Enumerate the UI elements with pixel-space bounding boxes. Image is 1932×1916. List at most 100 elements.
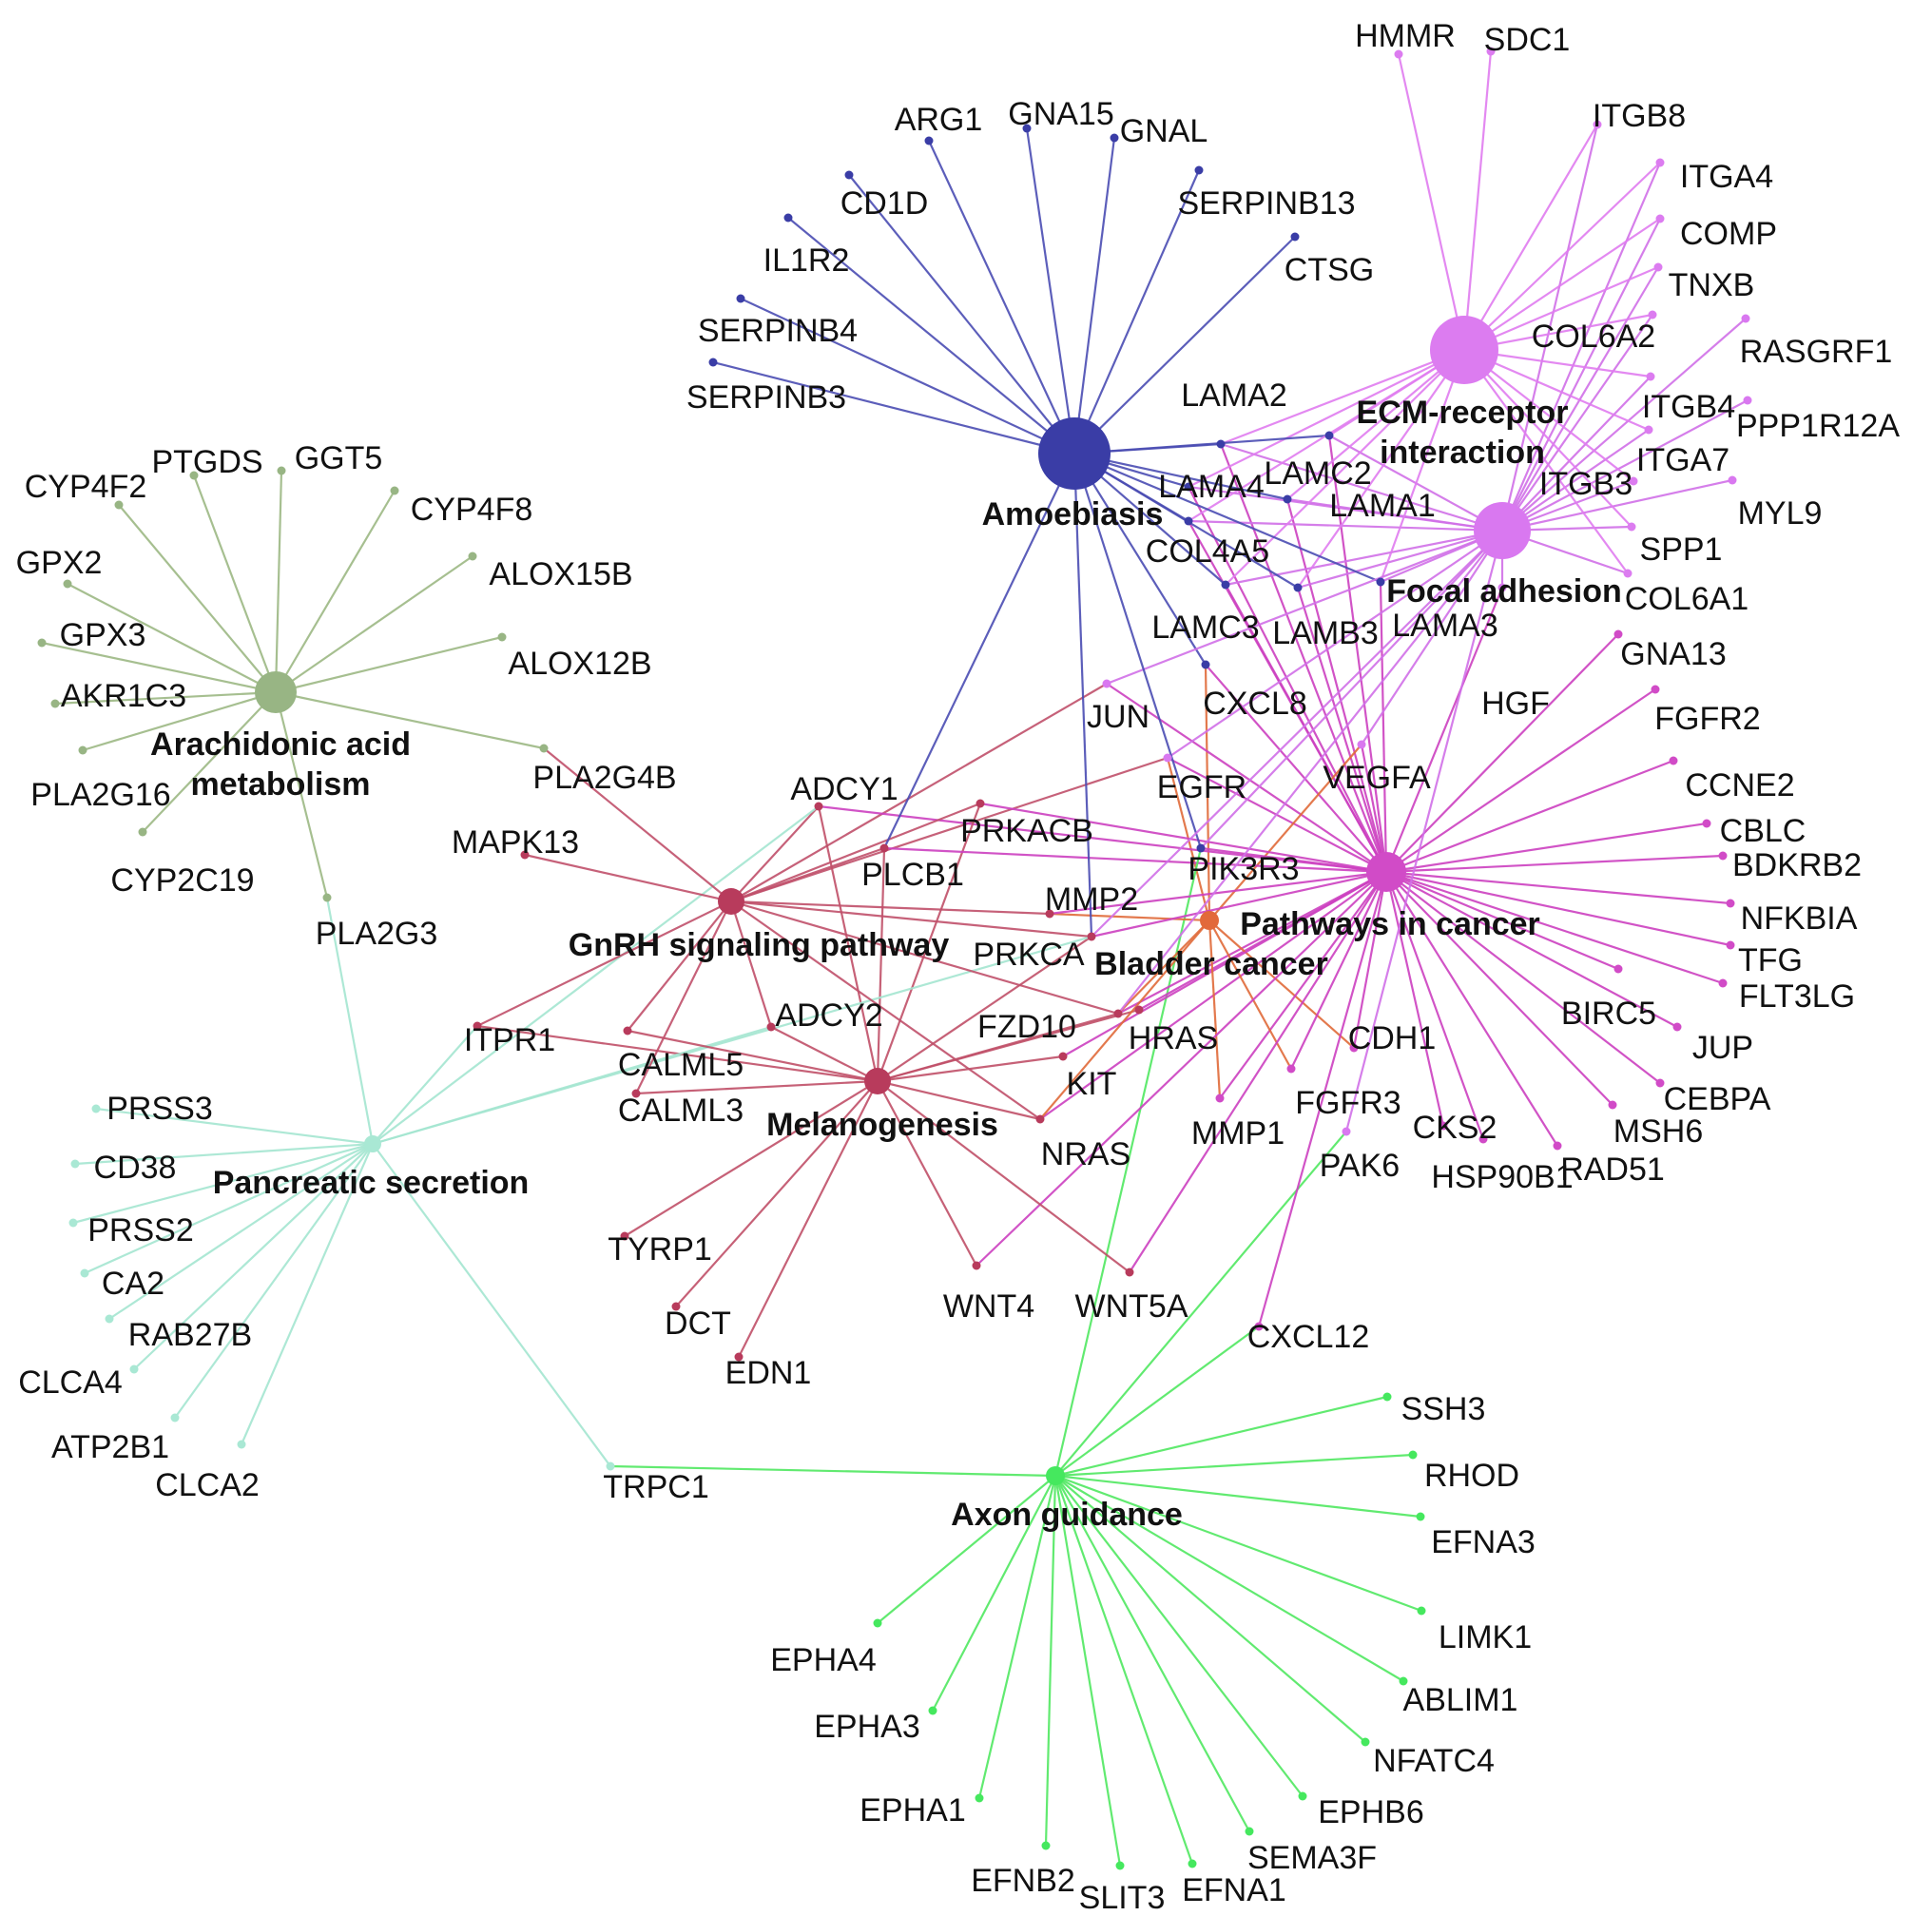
gene-node-epha3[interactable] (928, 1706, 937, 1715)
gene-node-rasgrf1[interactable] (1741, 314, 1750, 323)
gene-node-hras[interactable] (1113, 1009, 1123, 1018)
gene-node-prss2[interactable] (68, 1218, 78, 1228)
gene-node-vegfa[interactable] (1357, 740, 1366, 749)
gene-node-tfg[interactable] (1726, 940, 1735, 950)
gene-node-fzd10[interactable] (1134, 1005, 1144, 1015)
gene-node-adcy1[interactable] (814, 802, 823, 811)
gene-node-limk1[interactable] (1417, 1606, 1426, 1616)
gene-node-ggt5[interactable] (277, 466, 286, 475)
gene-node-hsp90b1[interactable] (1478, 1134, 1488, 1144)
gene-node-ca2[interactable] (80, 1268, 89, 1278)
gene-node-epha1[interactable] (975, 1793, 984, 1803)
gene-node-efna1[interactable] (1188, 1859, 1197, 1868)
gene-node-itgb3[interactable] (1629, 476, 1638, 486)
hub-node-melano[interactable] (864, 1068, 891, 1094)
gene-node-gnal[interactable] (1110, 133, 1119, 143)
gene-node-msh6[interactable] (1608, 1100, 1617, 1110)
gene-node-lama4[interactable] (1184, 482, 1193, 492)
gene-node-mmp1[interactable] (1215, 1093, 1225, 1103)
gene-node-rab27b[interactable] (105, 1314, 114, 1324)
gene-node-cblc[interactable] (1702, 819, 1711, 828)
gene-node-ptgds[interactable] (189, 471, 199, 480)
gene-node-ssh3[interactable] (1382, 1392, 1392, 1402)
gene-node-arg1[interactable] (924, 136, 934, 145)
gene-node-epha4[interactable] (873, 1618, 882, 1628)
gene-node-dct[interactable] (671, 1302, 681, 1311)
gene-node-plcb1[interactable] (879, 843, 889, 853)
gene-node-atp2b1[interactable] (170, 1413, 180, 1422)
gene-node-efnb2[interactable] (1041, 1841, 1051, 1850)
gene-node-ctsg[interactable] (1290, 232, 1300, 242)
gene-node-wnt4[interactable] (972, 1261, 981, 1270)
gene-node-adcy2[interactable] (766, 1022, 776, 1032)
gene-node-col6a2[interactable] (1648, 310, 1657, 319)
gene-node-flt3lg[interactable] (1718, 978, 1728, 988)
gene-node-lama2[interactable] (1216, 439, 1226, 449)
gene-node-pak6[interactable] (1342, 1127, 1351, 1136)
hub-node-axon[interactable] (1046, 1466, 1065, 1485)
gene-node-sema3f[interactable] (1245, 1827, 1254, 1836)
gene-node-cd38[interactable] (70, 1159, 80, 1169)
gene-node-cks2[interactable] (1439, 1121, 1448, 1131)
gene-node-nfkbia[interactable] (1726, 899, 1735, 908)
hub-node-focal[interactable] (1474, 502, 1531, 559)
gene-node-ppp1r12a[interactable] (1743, 396, 1752, 405)
gene-node-fgfr3[interactable] (1286, 1064, 1296, 1074)
gene-node-birc5[interactable] (1613, 964, 1623, 974)
gene-node-pla2g4b[interactable] (539, 744, 549, 753)
gene-node-mapk13[interactable] (520, 850, 530, 860)
gene-node-gna13[interactable] (1613, 629, 1623, 639)
gene-node-spp1[interactable] (1627, 522, 1636, 532)
gene-node-lamc2[interactable] (1324, 431, 1334, 440)
gene-node-rhod[interactable] (1408, 1450, 1418, 1460)
gene-node-col4a5[interactable] (1184, 516, 1193, 526)
gene-node-jun[interactable] (1102, 679, 1111, 688)
gene-node-ablim1[interactable] (1399, 1676, 1408, 1686)
gene-node-clca4[interactable] (129, 1364, 139, 1374)
gene-node-gna15[interactable] (1022, 124, 1032, 133)
gene-node-edn1[interactable] (734, 1352, 744, 1362)
hub-node-cancer[interactable] (1366, 852, 1406, 892)
gene-node-itga4[interactable] (1655, 158, 1665, 167)
gene-node-calml5[interactable] (623, 1026, 632, 1035)
gene-node-cxcl12[interactable] (1254, 1322, 1264, 1331)
gene-node-cyp4f2[interactable] (114, 500, 124, 510)
gene-node-itgb4[interactable] (1646, 372, 1655, 381)
gene-node-trpc1[interactable] (606, 1461, 615, 1471)
gene-node-comp[interactable] (1655, 214, 1665, 223)
gene-node-rad51[interactable] (1553, 1141, 1562, 1151)
gene-node-cd1d[interactable] (844, 170, 854, 180)
gene-node-prkca[interactable] (1087, 932, 1096, 941)
gene-node-clca2[interactable] (237, 1440, 246, 1449)
hub-node-amoebiasis[interactable] (1038, 417, 1111, 490)
hub-node-arach[interactable] (255, 671, 297, 713)
hub-node-pancreatic[interactable] (364, 1135, 381, 1152)
gene-node-cyp4f8[interactable] (390, 486, 399, 495)
gene-node-bdkrb2[interactable] (1718, 851, 1728, 861)
gene-node-wnt5a[interactable] (1125, 1268, 1134, 1277)
gene-node-myl9[interactable] (1728, 475, 1737, 485)
gene-node-pla2g16[interactable] (78, 745, 87, 755)
hub-node-bladder[interactable] (1200, 911, 1219, 930)
gene-node-cxcl8[interactable] (1201, 660, 1210, 669)
gene-node-cyp2c19[interactable] (138, 827, 147, 837)
gene-node-lama3[interactable] (1376, 577, 1385, 587)
gene-node-cdh1[interactable] (1349, 1043, 1359, 1053)
gene-node-slit3[interactable] (1115, 1861, 1125, 1870)
gene-node-tyrp1[interactable] (620, 1231, 629, 1241)
gene-node-efna3[interactable] (1416, 1512, 1425, 1521)
gene-node-tnxb[interactable] (1653, 262, 1663, 272)
gene-node-jup[interactable] (1672, 1022, 1682, 1032)
gene-node-calml3[interactable] (631, 1089, 641, 1098)
gene-node-lama1[interactable] (1283, 494, 1292, 504)
gene-node-akr1c3[interactable] (50, 699, 60, 708)
gene-node-prkacb[interactable] (976, 799, 985, 808)
gene-node-itga7[interactable] (1644, 425, 1653, 435)
gene-node-lamc3[interactable] (1221, 580, 1230, 590)
gene-node-nras[interactable] (1035, 1114, 1045, 1124)
gene-node-cebpa[interactable] (1655, 1078, 1665, 1088)
gene-node-alox15b[interactable] (468, 552, 477, 561)
gene-node-gpx2[interactable] (63, 579, 72, 589)
gene-node-lamb3[interactable] (1293, 583, 1303, 592)
gene-node-serpinb4[interactable] (736, 294, 745, 303)
